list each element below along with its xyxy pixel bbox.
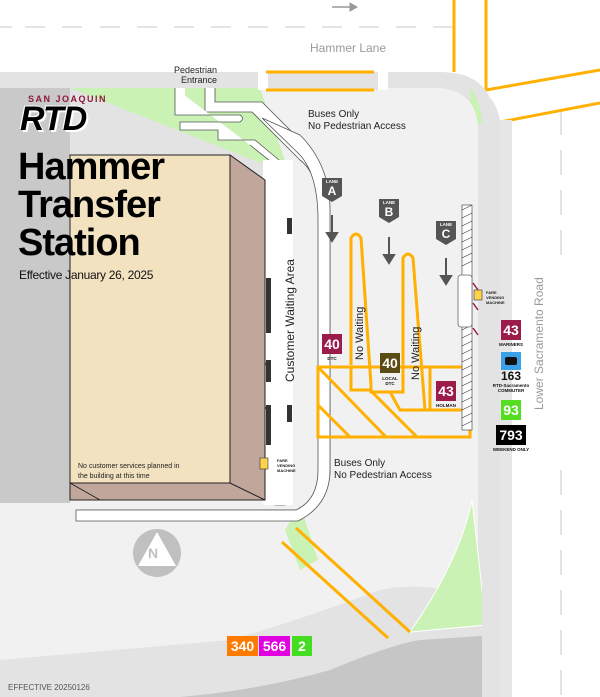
- building-note: No customer services planned in the buil…: [78, 462, 180, 482]
- label-line: VENDING: [277, 463, 296, 468]
- note-line: the building at this time: [78, 473, 150, 480]
- building: [69, 154, 266, 501]
- lane-letter: C: [441, 227, 451, 241]
- lane-prefix: LANE: [325, 179, 339, 184]
- rtd-logo: RTD: [20, 100, 87, 138]
- label-line: No Pedestrian Access: [334, 470, 432, 481]
- street-lower-sacramento-road: Lower Sacramento Road: [532, 277, 546, 410]
- route-badge-40-dtc[interactable]: 40: [322, 334, 342, 354]
- customer-waiting-area-label: Customer Waiting Area: [283, 259, 297, 382]
- title-line: Hammer: [18, 146, 165, 188]
- lane-prefix: LANE: [439, 222, 453, 227]
- fare-vending-machine-label-west: FARE VENDING MACHINE: [277, 458, 296, 473]
- route-badge-340[interactable]: 340: [227, 636, 258, 656]
- route-sub-label: LOCAL DTC: [382, 376, 398, 386]
- lane-prefix: LANE: [382, 200, 396, 205]
- north-arrow-icon: [133, 529, 181, 577]
- street-hammer-lane: Hammer Lane: [310, 41, 387, 55]
- effective-date: Effective January 26, 2025: [19, 268, 154, 282]
- route-badge-93[interactable]: 93: [501, 400, 521, 420]
- buses-only-label-bottom: Buses Only No Pedestrian Access: [334, 458, 432, 482]
- route-badge-43-holman[interactable]: 43: [436, 381, 456, 401]
- label-line: FARE: [277, 458, 288, 463]
- route-badge-566[interactable]: 566: [259, 636, 290, 656]
- fare-machine-icon: [259, 457, 269, 470]
- lane-sign-a: LANE A: [322, 178, 342, 202]
- label-line: MACHINE: [277, 468, 296, 473]
- route-sub-label: RTD-Sacramento COMMUTER: [492, 383, 530, 393]
- title-line: Transfer: [18, 184, 161, 226]
- route-sub-label: DTC: [327, 356, 337, 361]
- title-line: Station: [18, 222, 141, 264]
- label-line: FARE: [486, 290, 497, 295]
- north-label: N: [148, 545, 159, 561]
- route-badge-2[interactable]: 2: [292, 636, 312, 656]
- label-line: Pedestrian: [174, 65, 218, 75]
- route-sub-label: MARINERS: [498, 342, 523, 347]
- route-badge-793[interactable]: 793: [496, 425, 526, 445]
- page-title: Hammer Transfer Station: [18, 146, 165, 264]
- route-sub-label: HOLMAN: [436, 403, 456, 408]
- traffic-arrow-icon: [332, 2, 359, 12]
- route-badge-40-local[interactable]: 40: [380, 353, 400, 373]
- label-line: Buses Only: [334, 458, 386, 469]
- lane-sign-b: LANE B: [379, 199, 399, 223]
- footer-effective: EFFECTIVE 20250126: [8, 683, 90, 692]
- route-badge-43-mariners[interactable]: 43: [501, 320, 521, 340]
- fare-machine-icon: [473, 289, 483, 301]
- fare-vending-machine-label-east: FARE VENDING MACHINE: [486, 290, 505, 305]
- label-line: MACHINE: [486, 300, 505, 305]
- route-sub-label: WEEKEND ONLY: [492, 447, 530, 452]
- buses-only-label-top: Buses Only No Pedestrian Access: [308, 109, 406, 133]
- bus-icon: [501, 352, 521, 370]
- no-waiting-label: No Waiting: [410, 326, 422, 380]
- label-line: VENDING: [486, 295, 505, 300]
- lane-letter: B: [384, 205, 394, 219]
- note-line: No customer services planned in: [78, 463, 180, 470]
- route-number-163[interactable]: 163: [500, 369, 522, 383]
- pedestrian-entrance-label: Pedestrian Entrance: [167, 65, 217, 85]
- agency-name: SAN JOAQUIN: [28, 94, 108, 104]
- label-line: No Pedestrian Access: [308, 121, 406, 132]
- lane-sign-c: LANE C: [436, 221, 456, 245]
- lane-letter: A: [327, 184, 337, 198]
- no-waiting-label: No Waiting: [354, 306, 366, 360]
- label-line: Buses Only: [308, 109, 360, 120]
- label-line: Entrance: [181, 75, 218, 85]
